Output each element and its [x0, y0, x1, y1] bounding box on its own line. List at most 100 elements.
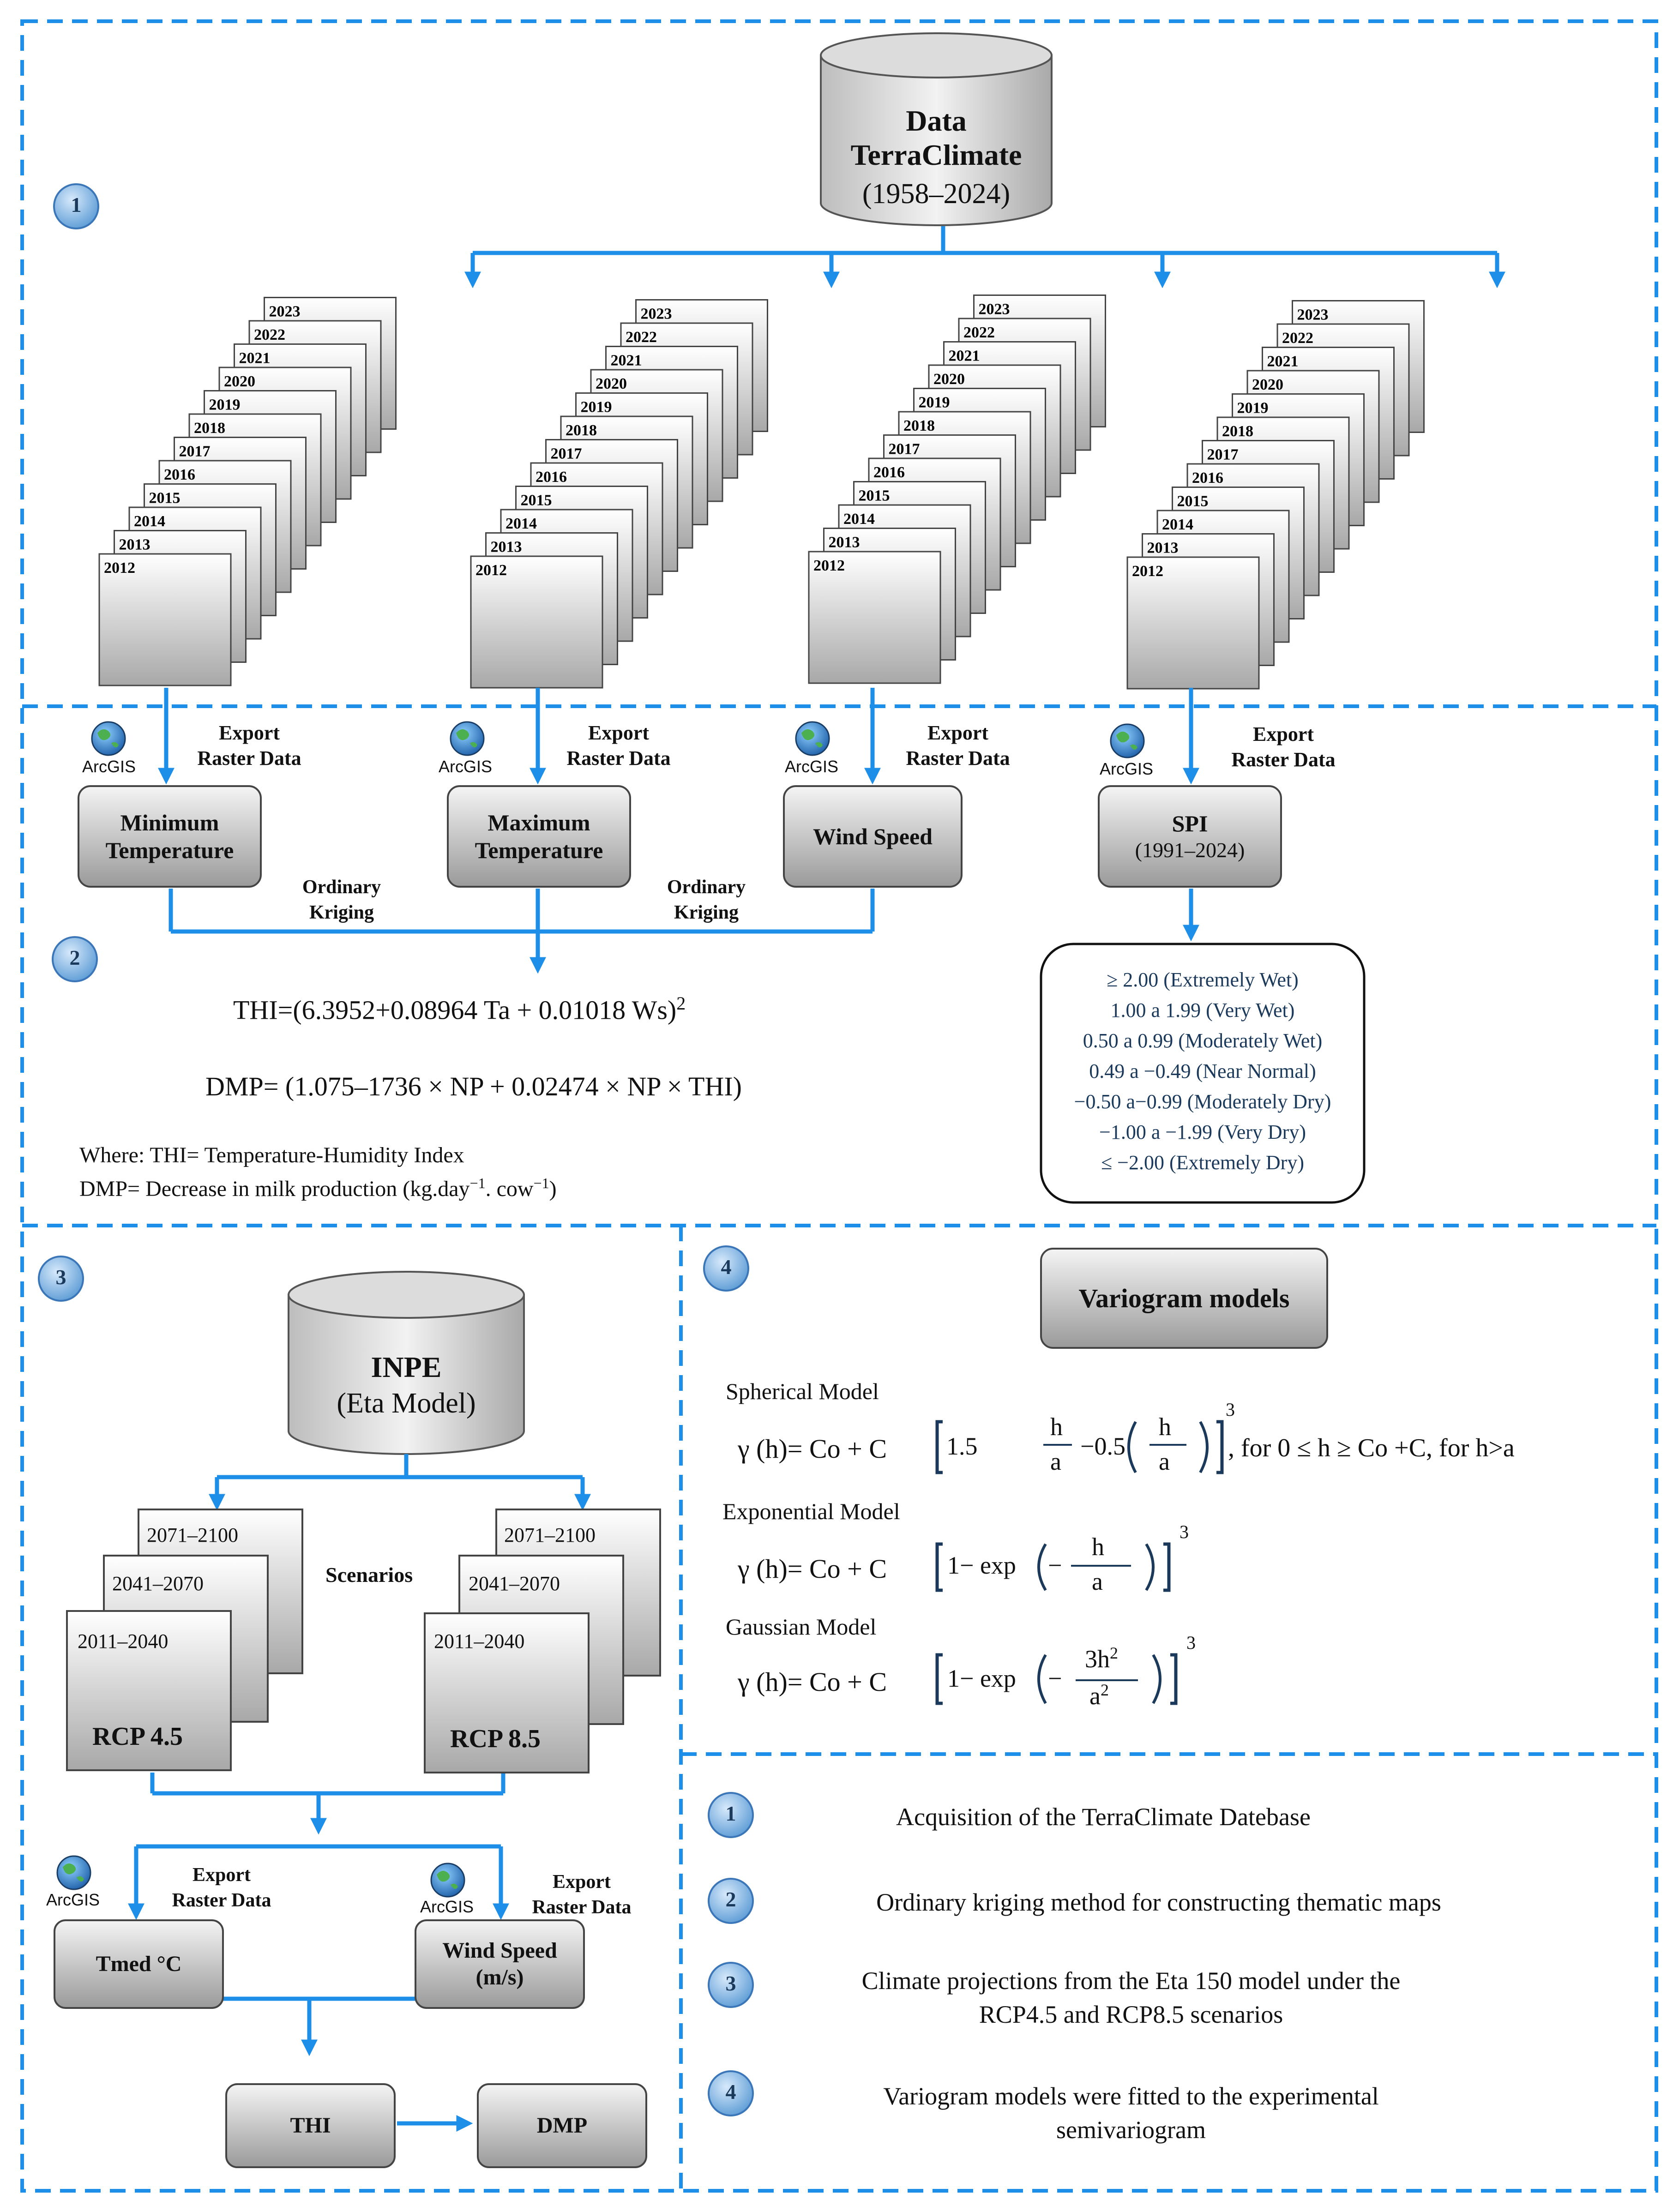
- terraclimate-title: Data TerraClimate: [821, 104, 1052, 172]
- spi-class-item: ≤ −2.00 (Extremely Dry): [1101, 1151, 1304, 1174]
- arcgis-label-5: ArcGIS: [46, 1890, 100, 1909]
- exponential-a: a: [1092, 1568, 1103, 1595]
- spherical-condition: , for 0 ≤ h ≥ Co +C, for h>a: [1228, 1434, 1515, 1462]
- year-label: 2018: [566, 422, 597, 439]
- export-line1: Export: [553, 1871, 611, 1893]
- gaussian-den: a2: [1089, 1680, 1109, 1710]
- rcp45-period-2: 2041–2070: [112, 1572, 204, 1595]
- thi-exponent: 2: [676, 993, 686, 1014]
- year-label: 2021: [949, 348, 980, 365]
- legend-text-2: RCP4.5 and RCP8.5 scenarios: [979, 2000, 1283, 2028]
- wind-speed-ms-box: Wind Speed (m/s): [415, 1920, 584, 2008]
- scenario-frames: [66, 1509, 661, 1773]
- step-badge-number: 4: [721, 1255, 732, 1279]
- variogram-title: Variogram models: [1078, 1283, 1290, 1313]
- kriging-line2: Kriging: [309, 902, 374, 923]
- year-label: 2012: [104, 559, 135, 577]
- year-label: 2017: [551, 445, 582, 463]
- gaussian-num-text: 3h: [1085, 1645, 1110, 1673]
- year-label: 2017: [1207, 446, 1239, 463]
- thi-formula-text: THI=(6.3952+0.08964 Ta + 0.01018 Ws): [233, 995, 677, 1025]
- inpe-title: INPE: [371, 1351, 442, 1383]
- rcp85-period-3: 2071–2100: [504, 1524, 596, 1546]
- year-label: 2014: [1162, 516, 1193, 533]
- thi-box: THI: [290, 2113, 331, 2138]
- rcp85-period-1: 2011–2040: [434, 1630, 525, 1653]
- legend-item-3: Climate projections from the Eta 150 mod…: [766, 1964, 1496, 2032]
- step-badge-number: 2: [69, 946, 80, 969]
- step-badge-number: 1: [725, 1802, 736, 1825]
- terraclimate-range: (1958–2024): [862, 178, 1011, 210]
- year-label: 2015: [859, 487, 890, 505]
- gaussian-body: 1− exp: [947, 1665, 1016, 1692]
- spi-class-item: −0.50 a−0.99 (Moderately Dry): [1074, 1090, 1331, 1113]
- year-label: 2023: [1297, 307, 1329, 324]
- year-label: 2019: [581, 399, 612, 416]
- exponential-h: h: [1092, 1533, 1104, 1561]
- where-line-1: Where: THI= Temperature-Humidity Index: [79, 1143, 464, 1167]
- max-temp-line2: Temperature: [475, 837, 603, 863]
- exponential-body: 1− exp: [947, 1551, 1016, 1579]
- panel-borders: [20, 19, 1658, 2193]
- export-line2: Raster Data: [566, 747, 671, 769]
- tmed-box: Tmed °C: [96, 1952, 182, 1977]
- rcp85-label: RCP 8.5: [450, 1725, 541, 1753]
- kriging-line1: Ordinary: [667, 877, 746, 898]
- export-label-5: Export Raster Data: [152, 1863, 291, 1913]
- year-raster-frame: [1126, 556, 1260, 690]
- exponential-lhs: γ (h)= Co + C: [738, 1554, 887, 1584]
- wind-line2: (m/s): [475, 1965, 524, 1990]
- year-label: 2016: [536, 469, 567, 486]
- export-line2: Raster Data: [906, 747, 1010, 769]
- year-label: 2012: [1132, 563, 1163, 580]
- year-label: 2016: [164, 466, 195, 483]
- year-label: 2021: [611, 352, 642, 369]
- year-label: 2019: [209, 397, 241, 414]
- inpe-subtitle: (Eta Model): [337, 1388, 476, 1419]
- globe-land-shape: [1116, 731, 1137, 750]
- year-label: 2019: [1237, 400, 1269, 417]
- year-label: 2012: [475, 562, 507, 579]
- year-label: 2022: [1282, 330, 1313, 347]
- spherical-coef: 1.5: [946, 1432, 978, 1460]
- legend-item-1: Acquisition of the TerraClimate Datebase: [766, 1800, 1440, 1834]
- spherical-a1: a: [1050, 1448, 1061, 1475]
- year-label: 2022: [963, 324, 995, 341]
- spi-class-item: ≥ 2.00 (Extremely Wet): [1107, 968, 1299, 991]
- year-raster-frame: [470, 555, 603, 689]
- spi-class-item: 0.49 a −0.49 (Near Normal): [1089, 1060, 1316, 1082]
- gaussian-num-exp: 2: [1110, 1644, 1118, 1662]
- year-label: 2013: [829, 534, 860, 551]
- legend-text: Acquisition of the TerraClimate Datebase: [896, 1803, 1311, 1831]
- gaussian-num: 3h2: [1085, 1643, 1118, 1673]
- year-label: 2015: [1177, 493, 1209, 510]
- export-label-4: Export Raster Data: [1210, 721, 1357, 772]
- legend-text: Ordinary kriging method for constructing…: [876, 1888, 1441, 1916]
- year-label: 2018: [1222, 423, 1253, 440]
- year-label: 2020: [596, 375, 627, 392]
- year-label: 2015: [521, 492, 552, 509]
- spi-line2: (1991–2024): [1135, 838, 1245, 862]
- year-label: 2023: [641, 306, 672, 323]
- legend-text: Climate projections from the Eta 150 mod…: [861, 1967, 1401, 1995]
- arcgis-label-6: ArcGIS: [420, 1897, 474, 1916]
- spi-class-item: −1.00 a −1.99 (Very Dry): [1099, 1121, 1306, 1143]
- where2-exp1: −1: [469, 1175, 486, 1191]
- export-line1: Export: [588, 721, 649, 744]
- arcgis-globe-icon: [430, 1863, 465, 1898]
- kriging-label-1: Ordinary Kriging: [272, 875, 411, 925]
- year-label: 2014: [843, 511, 875, 528]
- year-label: 2022: [254, 326, 285, 343]
- year-label: 2015: [149, 490, 181, 507]
- export-label-6: Export Raster Data: [512, 1869, 651, 1920]
- panel2-connectors: [158, 688, 1199, 974]
- max-temp-box: Maximum Temperature: [448, 786, 630, 887]
- export-line1: Export: [927, 721, 988, 744]
- kriging-line1: Ordinary: [302, 877, 381, 898]
- export-label-2: Export Raster Data: [545, 720, 692, 771]
- arcgis-globe-icon: [450, 721, 485, 756]
- export-line1: Export: [1253, 723, 1314, 745]
- year-label: 2021: [1267, 353, 1299, 370]
- year-label: 2013: [491, 539, 522, 556]
- globe-land-shape: [437, 1870, 458, 1889]
